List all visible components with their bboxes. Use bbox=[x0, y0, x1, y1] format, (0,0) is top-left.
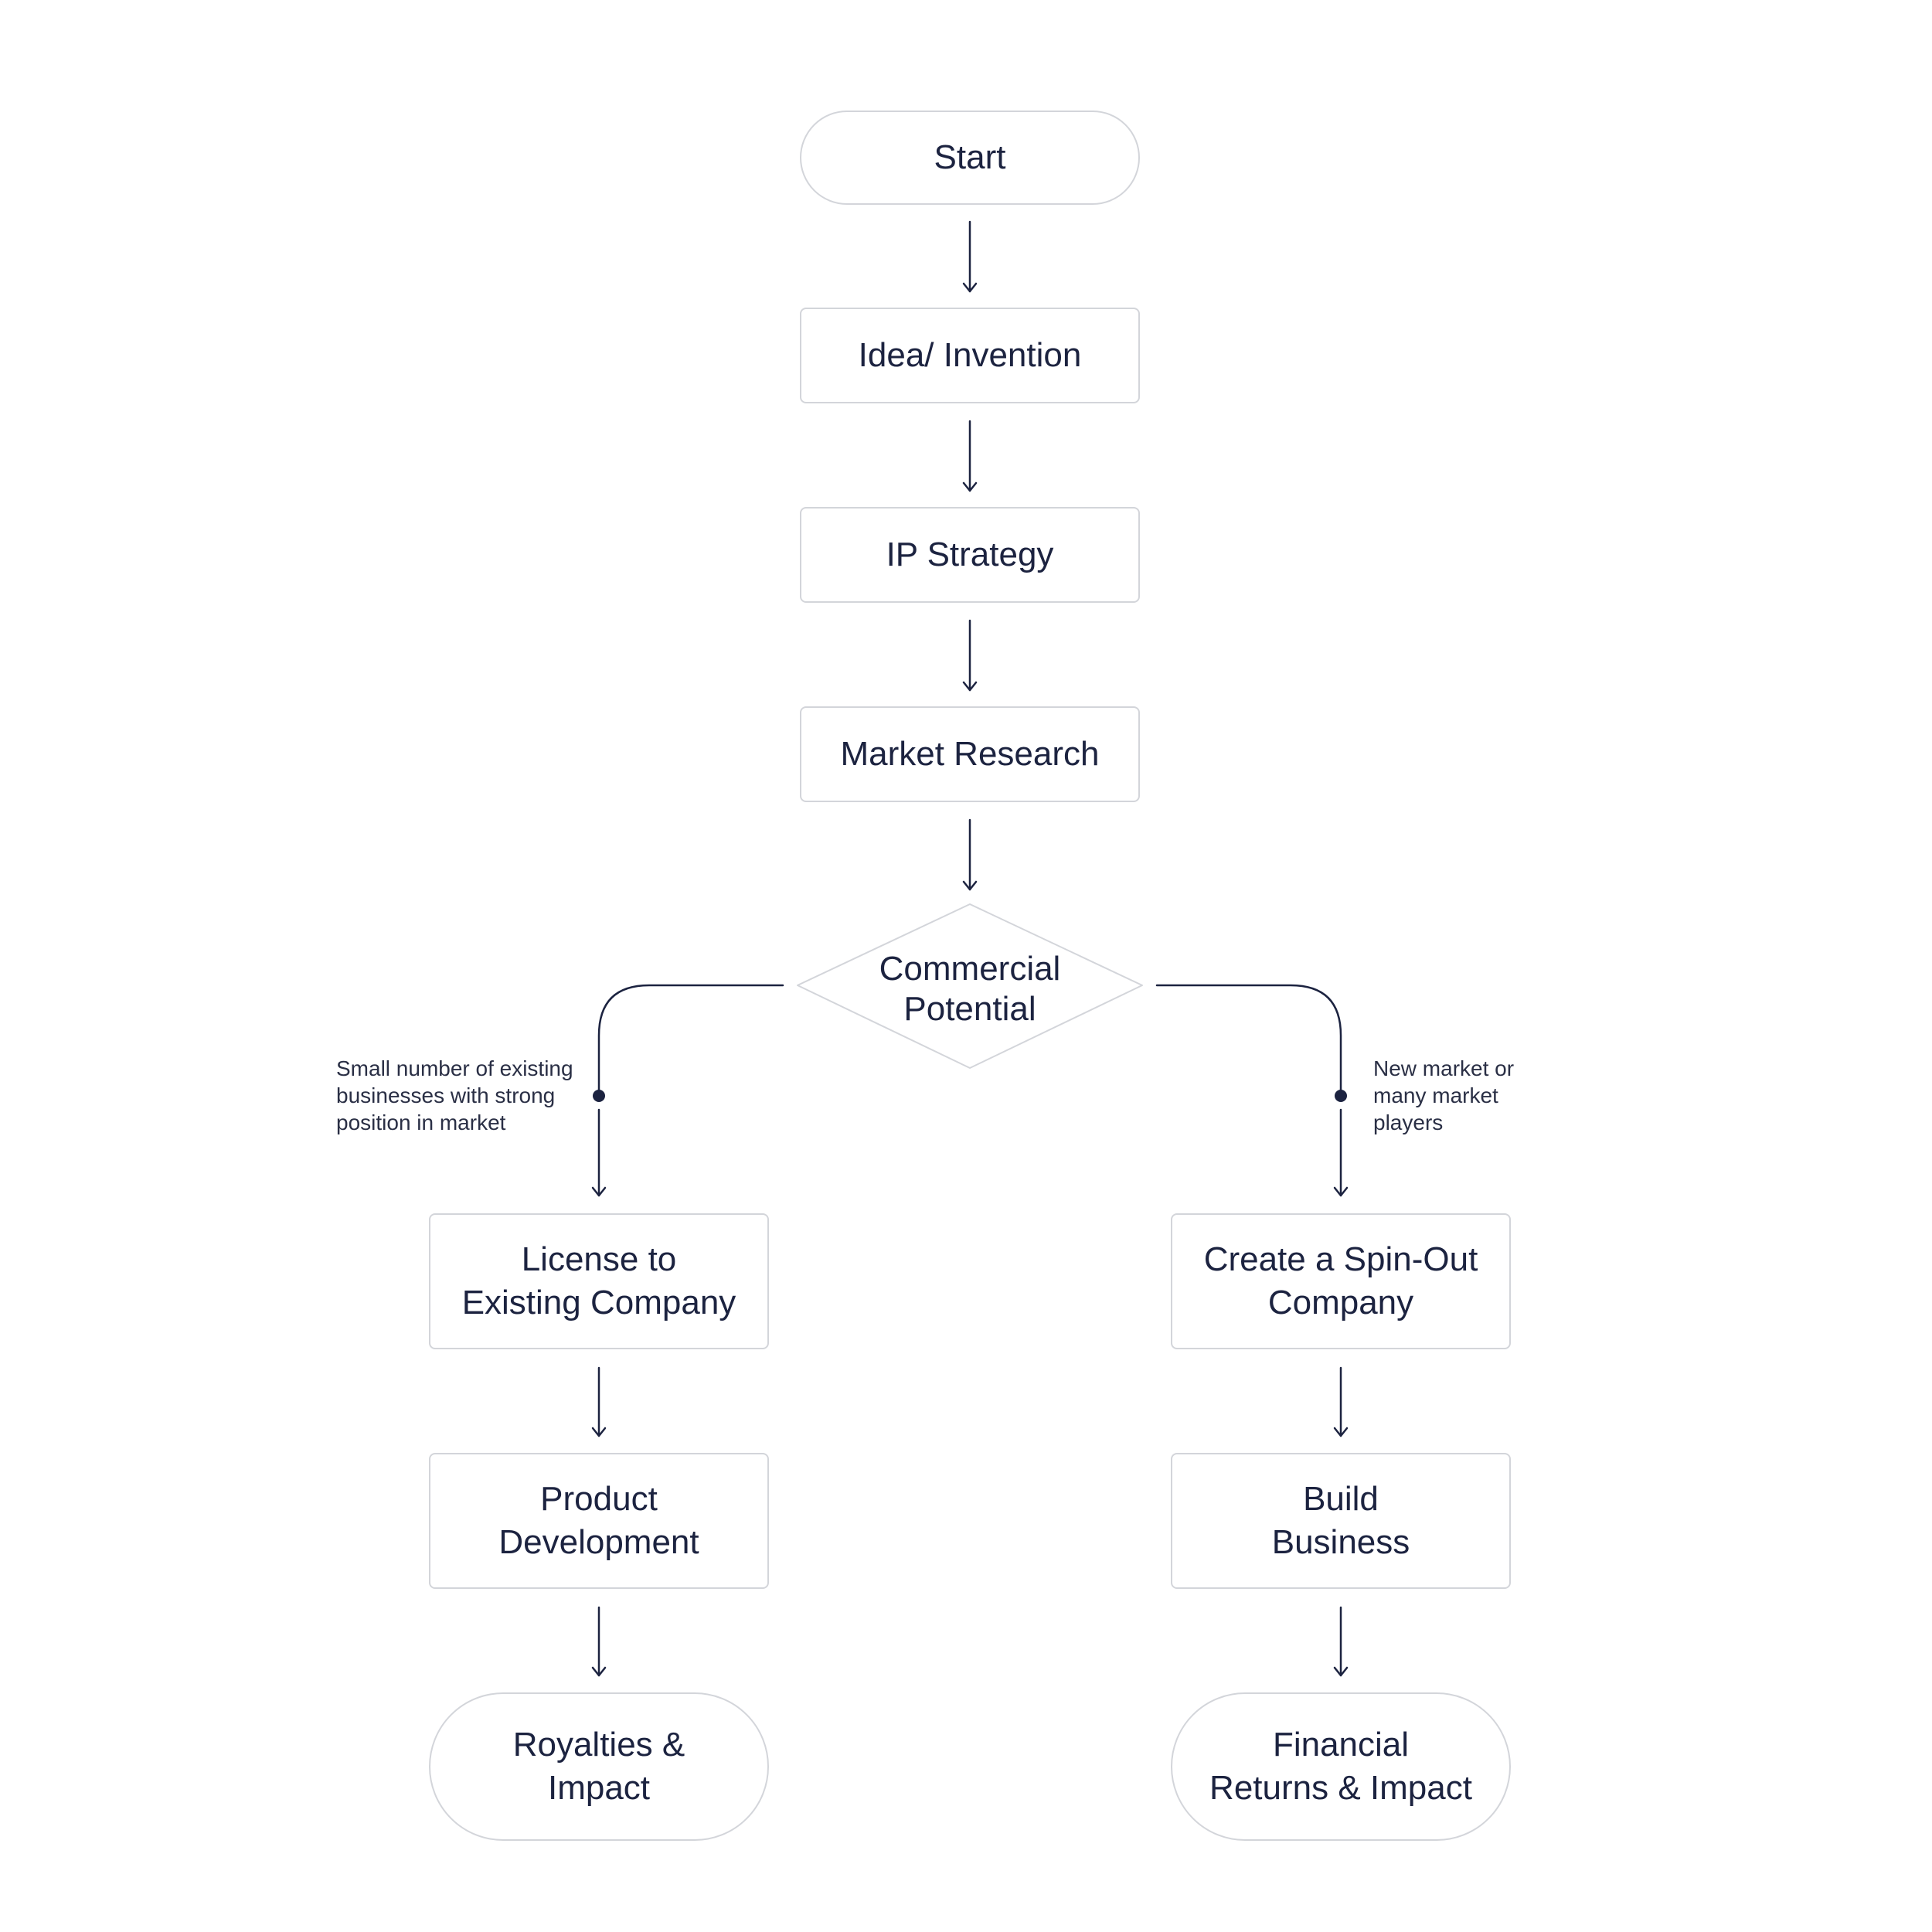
right-branch-condition: New market or many market players bbox=[1373, 1056, 1515, 1134]
build-business-label: Build Business bbox=[1271, 1480, 1410, 1561]
license-node: License to Existing Company bbox=[429, 1213, 769, 1349]
build-business-node: Build Business bbox=[1171, 1453, 1511, 1589]
connector-decision-to-right-branch bbox=[1155, 984, 1349, 1197]
arrow-market-research-to-decision bbox=[962, 818, 978, 891]
left-branch-condition: Small number of existing businesses with… bbox=[336, 1056, 573, 1134]
right-branch-dot bbox=[1335, 1090, 1347, 1102]
arrow-product-development-to-royalties bbox=[591, 1606, 607, 1677]
arrow-idea-to-ip-strategy bbox=[962, 420, 978, 492]
decision-label: Commercial Potential bbox=[879, 950, 1061, 1028]
ip-strategy-node: IP Strategy bbox=[800, 507, 1140, 603]
product-development-node: Product Development bbox=[429, 1453, 769, 1589]
market-research-node: Market Research bbox=[800, 706, 1140, 802]
arrow-start-to-idea bbox=[962, 220, 978, 293]
arrow-spinout-to-build-business bbox=[1333, 1366, 1349, 1437]
idea-node: Idea/ Invention bbox=[800, 308, 1140, 403]
financial-returns-label: Financial Returns & Impact bbox=[1209, 1726, 1472, 1807]
start-label: Start bbox=[934, 138, 1006, 176]
spinout-node: Create a Spin-Out Company bbox=[1171, 1213, 1511, 1349]
decision-label-box: Commercial Potential bbox=[796, 949, 1144, 1029]
ip-strategy-label: IP Strategy bbox=[886, 536, 1054, 573]
royalties-node: Royalties & Impact bbox=[429, 1692, 769, 1841]
market-research-label: Market Research bbox=[840, 735, 1100, 773]
decision-diamond bbox=[797, 903, 1143, 1069]
start-node: Start bbox=[800, 111, 1140, 205]
left-branch-dot bbox=[593, 1090, 605, 1102]
financial-returns-node: Financial Returns & Impact bbox=[1171, 1692, 1511, 1841]
arrow-ip-strategy-to-market-research bbox=[962, 619, 978, 692]
royalties-label: Royalties & Impact bbox=[512, 1726, 685, 1807]
license-label: License to Existing Company bbox=[461, 1240, 736, 1321]
connector-decision-to-left-branch bbox=[591, 984, 784, 1197]
spinout-label: Create a Spin-Out Company bbox=[1203, 1240, 1478, 1321]
product-development-label: Product Development bbox=[498, 1480, 699, 1561]
arrow-license-to-product-development bbox=[591, 1366, 607, 1437]
arrow-build-business-to-financial-returns bbox=[1333, 1606, 1349, 1677]
idea-label: Idea/ Invention bbox=[858, 336, 1082, 374]
